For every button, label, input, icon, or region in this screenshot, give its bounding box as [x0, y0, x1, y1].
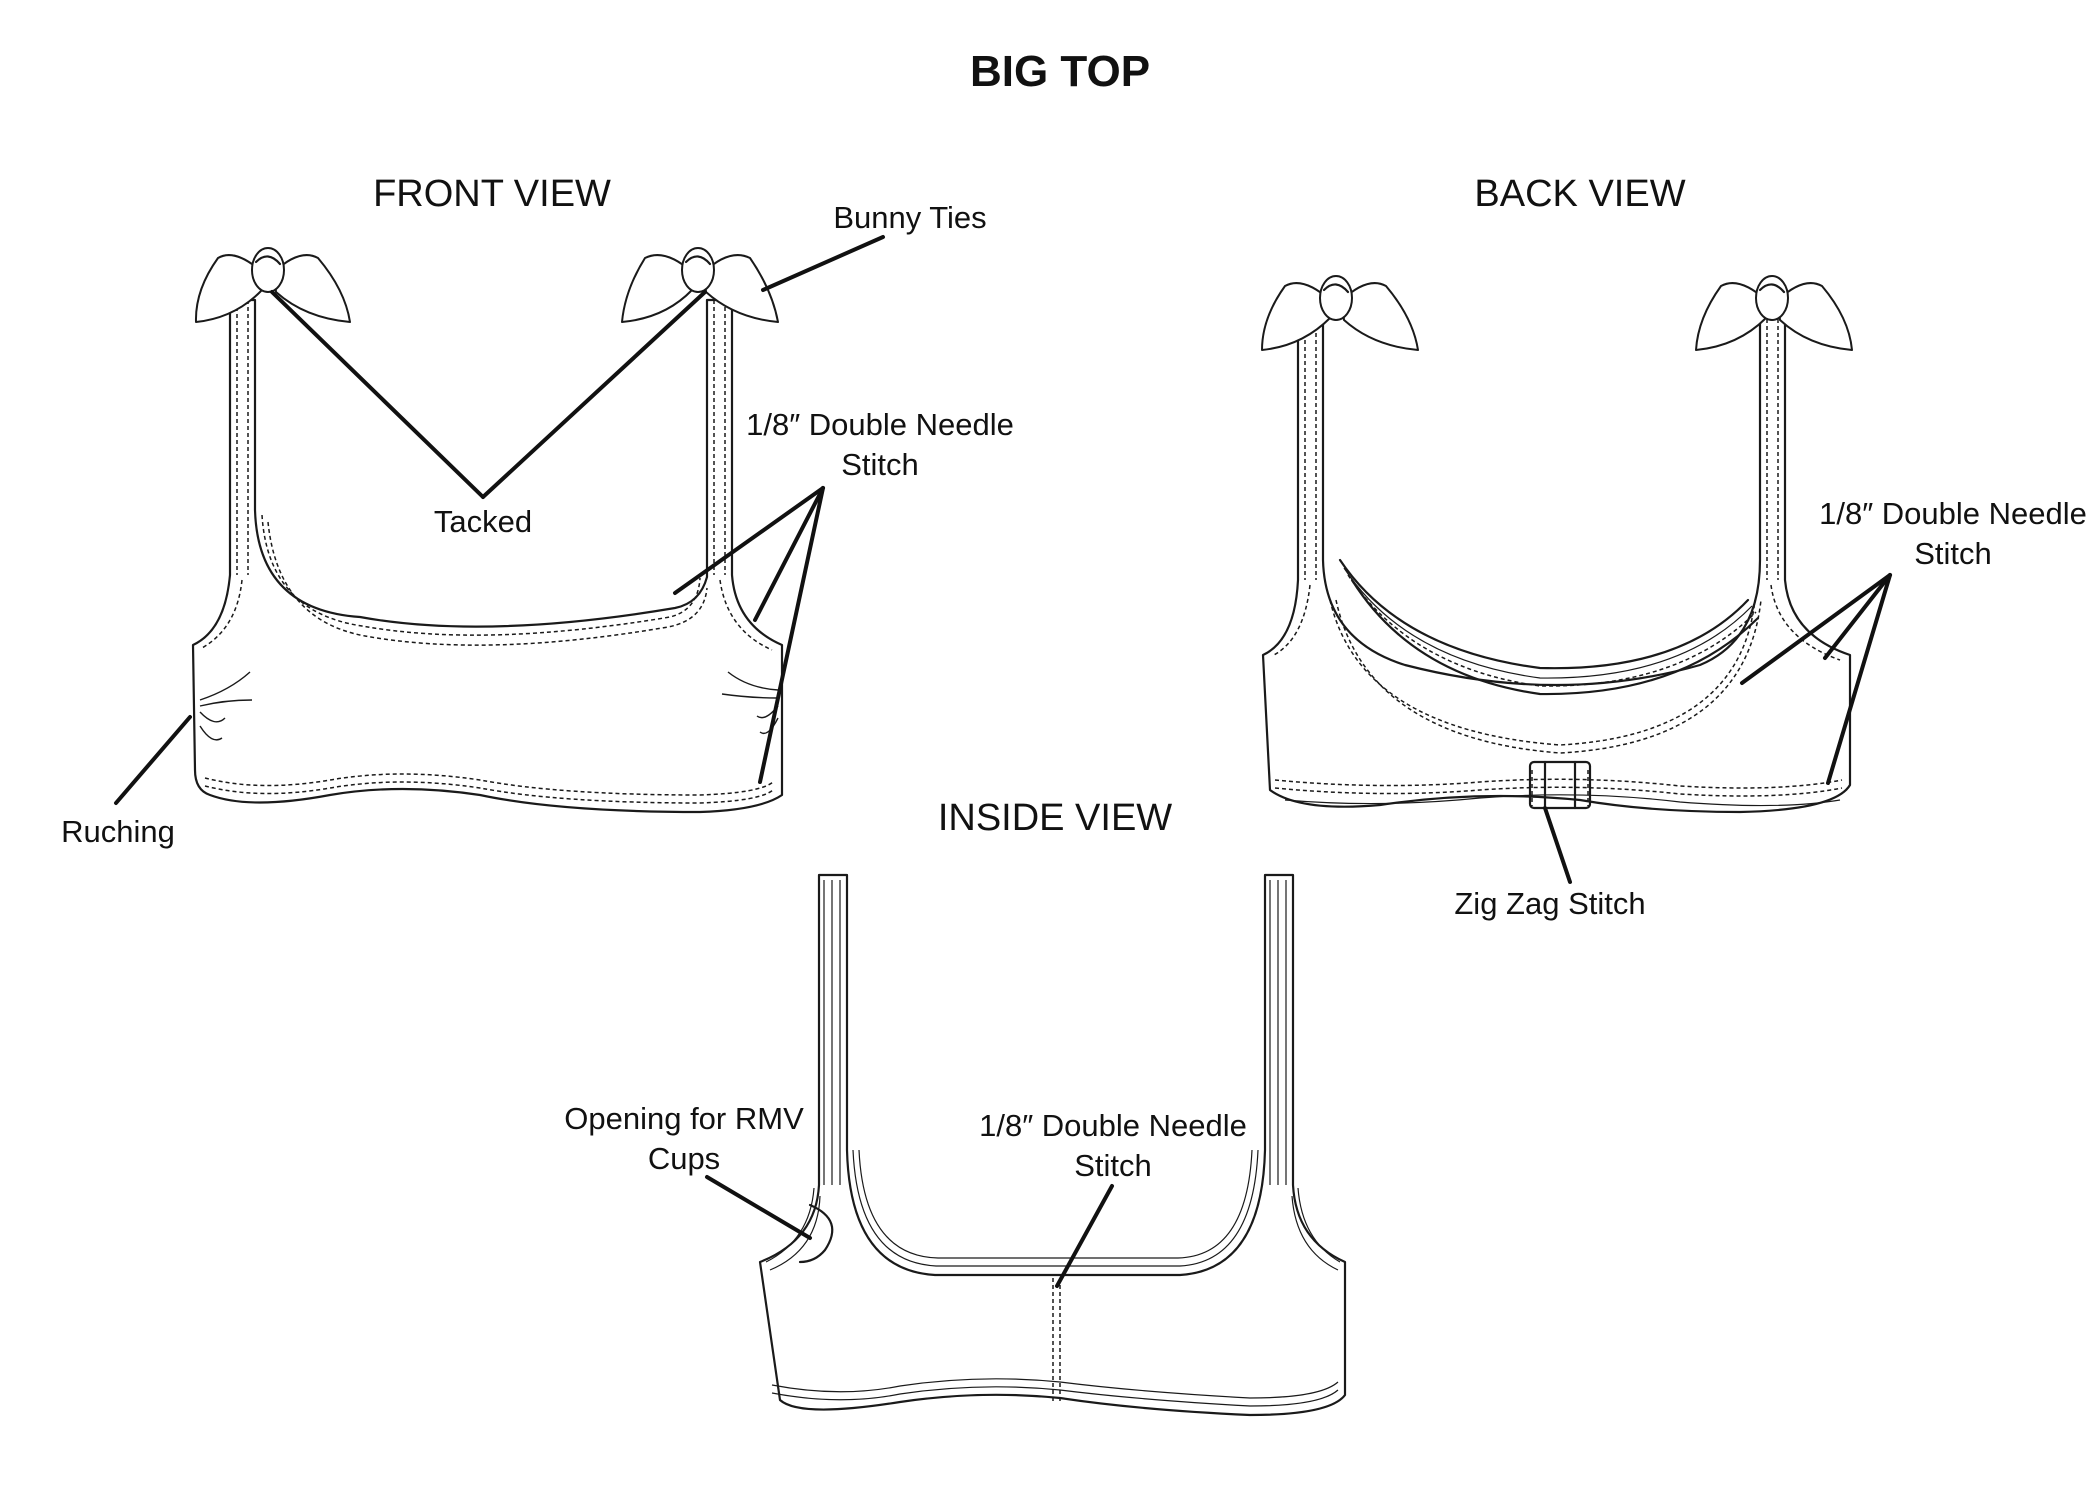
inside-view-heading: INSIDE VIEW: [938, 797, 1172, 839]
back-view-heading: BACK VIEW: [1474, 173, 1685, 215]
callout-bunny-ties: Bunny Ties: [833, 200, 986, 235]
callout-opening-line2: Cups: [648, 1141, 720, 1176]
callout-back-stitch-line1: 1/8″ Double Needle: [1819, 496, 2087, 531]
inside-view-garment: [758, 873, 1347, 1417]
callout-zig-zag: Zig Zag Stitch: [1454, 886, 1645, 921]
callout-inside-stitch-line1: 1/8″ Double Needle: [979, 1108, 1247, 1143]
callout-back-stitch-line2: Stitch: [1914, 536, 1992, 571]
callout-front-stitch-line2: Stitch: [841, 447, 919, 482]
callout-opening-line1: Opening for RMV: [564, 1101, 804, 1136]
back-left-bunny-tie: [1261, 275, 1419, 351]
page-title: BIG TOP: [970, 47, 1150, 96]
front-right-bunny-tie: [621, 247, 779, 323]
front-view-heading: FRONT VIEW: [373, 173, 611, 215]
front-left-bunny-tie: [194, 247, 351, 323]
back-right-bunny-tie: [1695, 275, 1853, 351]
leader-lines: [114, 235, 1892, 1288]
callout-inside-stitch-line2: Stitch: [1074, 1148, 1152, 1183]
callout-tacked: Tacked: [434, 504, 532, 539]
front-view-garment: [191, 298, 784, 814]
back-view-garment: [1261, 303, 1852, 814]
callout-front-stitch-line1: 1/8″ Double Needle: [746, 407, 1014, 442]
callout-ruching: Ruching: [61, 814, 175, 849]
